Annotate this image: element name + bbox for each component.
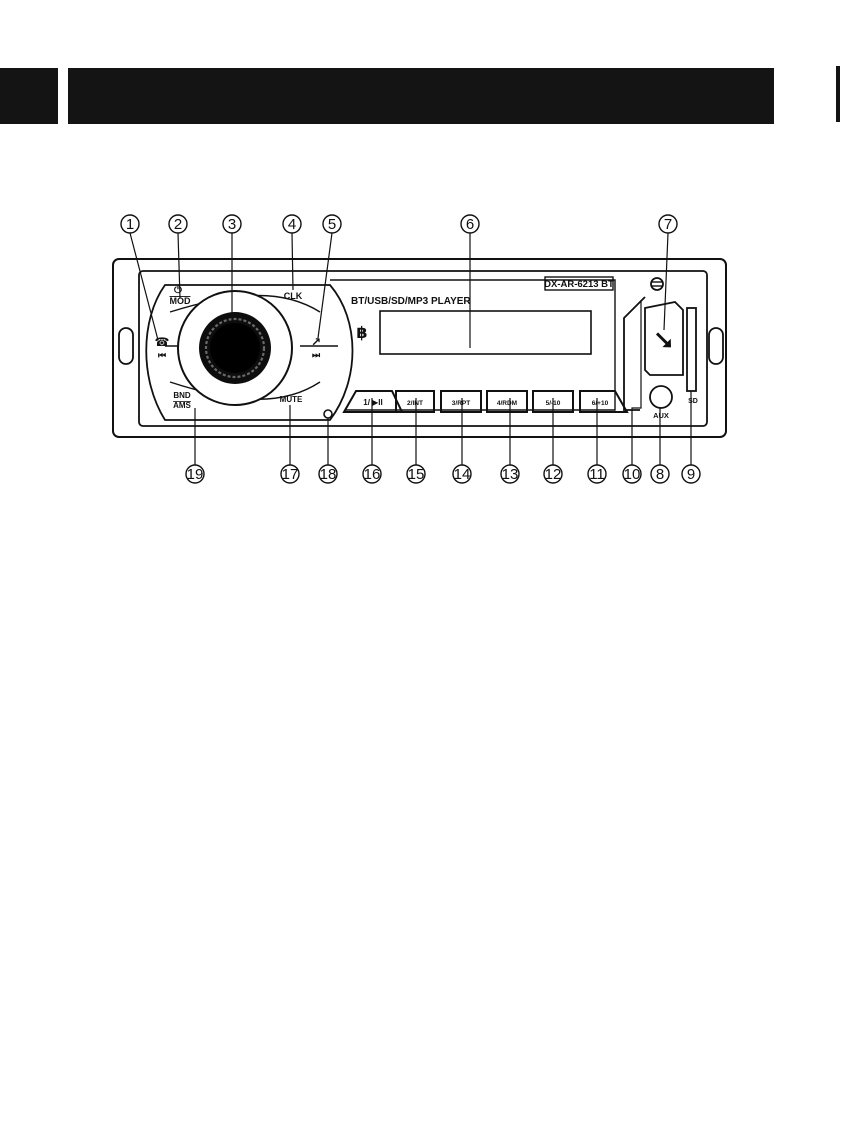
svg-text:19: 19	[187, 466, 204, 483]
bnd-button[interactable]: BND	[173, 391, 191, 400]
ams-button[interactable]: AMS	[173, 401, 191, 410]
svg-text:4: 4	[288, 216, 296, 233]
sd-label: SD	[688, 398, 698, 405]
preset-label-6: 6/+10	[592, 400, 609, 407]
callout-19: 19	[186, 465, 204, 483]
svg-text:5: 5	[328, 216, 336, 233]
clk-button[interactable]: CLK	[284, 291, 303, 301]
callout-10: 10	[623, 465, 641, 483]
bluetooth-icon: ฿	[356, 325, 367, 342]
preset-label-2: 2/INT	[407, 400, 423, 407]
svg-text:8: 8	[656, 466, 664, 483]
callout-12: 12	[544, 465, 562, 483]
right-panel-outline	[624, 297, 645, 410]
svg-text:11: 11	[589, 466, 605, 483]
svg-text:3: 3	[228, 216, 236, 233]
callout-18: 18	[319, 465, 337, 483]
svg-text:16: 16	[364, 466, 381, 483]
svg-text:18: 18	[320, 466, 337, 483]
svg-text:2: 2	[174, 216, 182, 233]
callout-1: 1	[121, 215, 139, 233]
svg-text:10: 10	[624, 466, 641, 483]
callout-2: 2	[169, 215, 187, 233]
power-icon: ⏻	[174, 284, 182, 296]
reset-hole[interactable]	[324, 410, 332, 418]
model-badge: DX-AR-6213 BT	[544, 279, 614, 290]
mute-button[interactable]: MUTE	[280, 395, 303, 404]
callout-11: 11	[588, 465, 606, 483]
svg-text:15: 15	[408, 466, 425, 483]
svg-text:9: 9	[687, 466, 695, 483]
preset-row: 1/ ▶II 2/INT 3/RPT 4/RDM 5/-10 6/+10	[344, 391, 627, 412]
svg-text:6: 6	[466, 216, 474, 233]
player-title: BT/USB/SD/MP3 PLAYER	[351, 296, 471, 307]
sd-card-slot[interactable]	[687, 308, 696, 391]
callout-7: 7	[659, 215, 677, 233]
preset-label-1: 1/ ▶II	[363, 398, 383, 407]
svg-text:14: 14	[454, 466, 471, 483]
callout-17: 17	[281, 465, 299, 483]
callout-13: 13	[501, 465, 519, 483]
svg-text:12: 12	[545, 466, 562, 483]
lcd-display	[380, 311, 591, 354]
preset-label-4: 4/RDM	[497, 400, 517, 407]
preset-label-3: 3/RPT	[452, 400, 470, 407]
phone-hangup-icon: ↗	[311, 335, 321, 349]
prev-track-icon[interactable]: ⏮	[158, 350, 166, 360]
svg-text:1: 1	[126, 216, 134, 233]
svg-text:7: 7	[664, 216, 672, 233]
release-button[interactable]	[651, 278, 663, 290]
callout-8: 8	[651, 465, 669, 483]
volume-knob-center	[210, 323, 260, 373]
callout-5: 5	[323, 215, 341, 233]
callout-14: 14	[453, 465, 471, 483]
callout-9: 9	[682, 465, 700, 483]
callout-6: 6	[461, 215, 479, 233]
aux-label: AUX	[653, 411, 669, 420]
next-track-icon[interactable]: ⏭	[312, 350, 321, 360]
callout-4: 4	[283, 215, 301, 233]
aux-jack[interactable]	[650, 386, 672, 408]
callout-3: 3	[223, 215, 241, 233]
svg-text:13: 13	[502, 466, 519, 483]
callout-16: 16	[363, 465, 381, 483]
mount-slot-left	[119, 328, 133, 364]
callout-15: 15	[407, 465, 425, 483]
mount-slot-right	[709, 328, 723, 364]
svg-text:17: 17	[282, 466, 299, 483]
